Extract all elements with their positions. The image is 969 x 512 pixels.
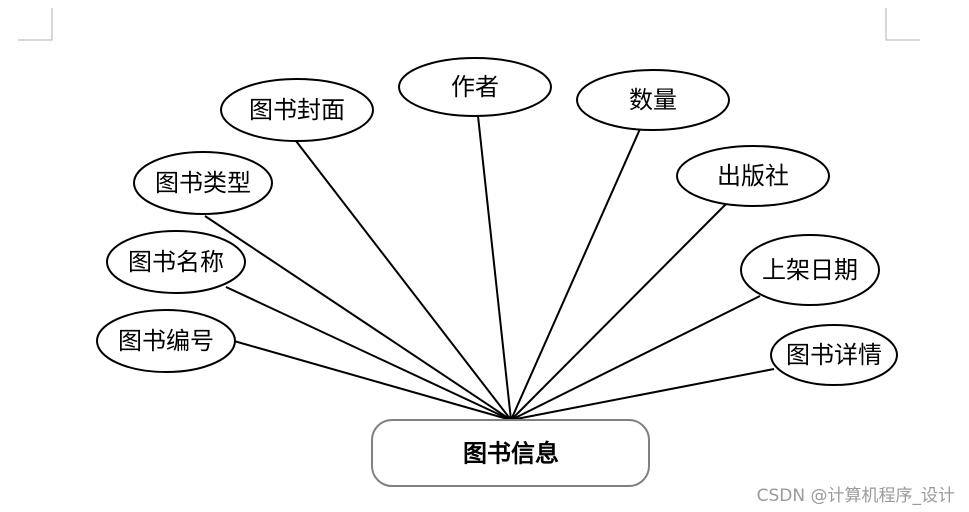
attribute-node: 图书名称	[106, 230, 246, 294]
entity-node: 图书信息	[371, 419, 650, 487]
attribute-label: 数量	[629, 86, 677, 114]
page-corner-marks	[18, 8, 920, 41]
connector-attr-0	[233, 340, 512, 421]
connector-attr-7	[510, 295, 761, 421]
connector-attr-8	[510, 368, 775, 421]
attribute-node: 图书封面	[220, 78, 374, 142]
connectors	[204, 115, 775, 421]
attribute-node: 出版社	[676, 145, 830, 207]
attribute-label: 图书类型	[155, 169, 251, 197]
connector-attr-3	[295, 140, 512, 421]
attribute-label: 图书详情	[786, 341, 882, 369]
connector-attr-5	[510, 128, 641, 421]
connector-attr-2	[204, 215, 512, 421]
attribute-label: 图书名称	[128, 248, 224, 276]
attribute-label: 图书编号	[118, 327, 214, 355]
attribute-label: 作者	[451, 73, 499, 101]
attribute-node: 数量	[576, 69, 730, 131]
connector-attr-4	[477, 115, 512, 421]
attribute-node: 作者	[398, 57, 552, 117]
attribute-nodes: 图书编号 图书名称 图书类型 图书封面 作者 数量 出版社 上架日期	[96, 57, 898, 386]
attribute-node: 上架日期	[740, 234, 880, 306]
attribute-label: 图书封面	[249, 96, 345, 124]
watermark: CSDN @计算机程序_设计	[756, 486, 955, 506]
entity-label: 图书信息	[463, 439, 559, 468]
attribute-node: 图书详情	[770, 324, 898, 386]
attribute-node: 图书编号	[96, 309, 236, 373]
connector-attr-1	[225, 286, 512, 421]
attribute-label: 出版社	[717, 162, 789, 190]
connector-attr-6	[510, 202, 728, 421]
attribute-node: 图书类型	[133, 151, 273, 215]
attribute-label: 上架日期	[762, 256, 858, 284]
